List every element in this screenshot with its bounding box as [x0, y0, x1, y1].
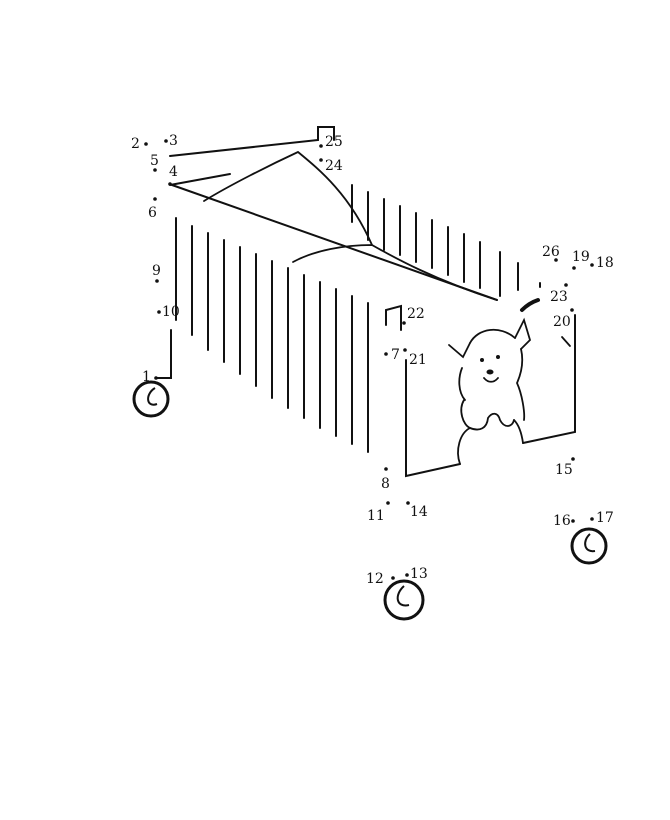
back-slats — [351, 184, 519, 297]
dot-12: 12 — [366, 571, 395, 587]
dot-label: 26 — [542, 244, 560, 260]
dot-point — [405, 573, 409, 577]
dot-9: 9 — [152, 263, 161, 283]
wheel-front — [383, 579, 425, 621]
dot-point — [154, 376, 158, 380]
dot-point — [590, 263, 594, 267]
dot-label: 15 — [555, 462, 573, 478]
dot-point — [571, 519, 575, 523]
wheels — [132, 380, 608, 621]
dot-label: 3 — [169, 133, 178, 149]
dot-label: 10 — [162, 304, 180, 320]
dot-1: 1 — [142, 369, 158, 385]
dot-label: 22 — [407, 306, 425, 322]
dot-16: 16 — [553, 513, 575, 529]
left-leg — [155, 329, 172, 379]
dot-label: 23 — [550, 289, 568, 305]
dot-point — [406, 501, 410, 505]
dot-label: 18 — [596, 255, 614, 271]
pillow — [203, 150, 498, 301]
dot-5: 5 — [150, 153, 159, 172]
dot-label: 11 — [367, 508, 385, 524]
wheel-left — [132, 380, 170, 418]
dot-point — [319, 144, 323, 148]
dot-label: 21 — [409, 352, 427, 368]
dot-label: 4 — [169, 164, 178, 180]
dot-point — [144, 142, 148, 146]
dot-6: 6 — [148, 197, 157, 221]
dot-24: 24 — [319, 158, 343, 174]
dot-label: 7 — [391, 347, 400, 363]
dot-point — [572, 266, 576, 270]
wheel-right — [570, 527, 608, 565]
dot-point — [391, 576, 395, 580]
dot-point — [164, 139, 168, 143]
dot-25: 25 — [319, 134, 343, 150]
teddy-bear — [448, 317, 571, 465]
dot-point — [384, 467, 388, 471]
dot-label: 12 — [366, 571, 384, 587]
dot-label: 6 — [148, 205, 157, 221]
dot-point — [564, 283, 568, 287]
dot-label: 25 — [325, 134, 343, 150]
dot-19: 19 — [572, 249, 590, 270]
dot-2: 2 — [131, 136, 148, 152]
dot-point — [153, 168, 157, 172]
footboard — [385, 282, 576, 478]
dot-point — [168, 182, 172, 186]
teddy-bear-face — [480, 355, 500, 375]
dot-4: 4 — [168, 164, 178, 186]
dot-26: 26 — [542, 244, 560, 262]
dot-14: 14 — [406, 501, 428, 520]
dot-point — [157, 310, 161, 314]
dot-label: 1 — [142, 369, 151, 385]
dot-15: 15 — [555, 457, 575, 478]
dot-3: 3 — [164, 133, 178, 149]
dot-label: 16 — [553, 513, 571, 529]
dot-label: 20 — [553, 314, 571, 330]
dot-label: 24 — [325, 158, 343, 174]
dot-label: 19 — [572, 249, 590, 265]
dot-label: 17 — [596, 510, 614, 526]
dot-label: 14 — [410, 504, 428, 520]
dot-23: 23 — [550, 283, 568, 305]
dot-point — [570, 308, 574, 312]
dot-point — [384, 352, 388, 356]
dot-17: 17 — [590, 510, 614, 526]
dot-20: 20 — [553, 308, 574, 330]
dot-label: 2 — [131, 136, 140, 152]
dot-point — [153, 197, 157, 201]
dot-point — [403, 348, 407, 352]
dot-point — [590, 517, 594, 521]
front-slats — [175, 217, 369, 453]
dot-21: 21 — [403, 348, 427, 368]
dot-13: 13 — [405, 566, 428, 582]
dot-18: 18 — [590, 255, 614, 271]
dot-point — [319, 158, 323, 162]
dot-point — [554, 258, 558, 262]
dot-22: 22 — [402, 306, 425, 325]
dot-point — [386, 501, 390, 505]
dot-point — [571, 457, 575, 461]
dot-label: 8 — [381, 476, 390, 492]
dot-8: 8 — [381, 467, 390, 492]
dot-label: 13 — [410, 566, 428, 582]
dot-10: 10 — [157, 304, 180, 320]
dot-label: 5 — [150, 153, 159, 169]
dot-label: 9 — [152, 263, 161, 279]
dot-point — [155, 279, 159, 283]
dot-7: 7 — [384, 347, 400, 363]
dot-point — [402, 321, 406, 325]
dot-11: 11 — [367, 501, 390, 524]
